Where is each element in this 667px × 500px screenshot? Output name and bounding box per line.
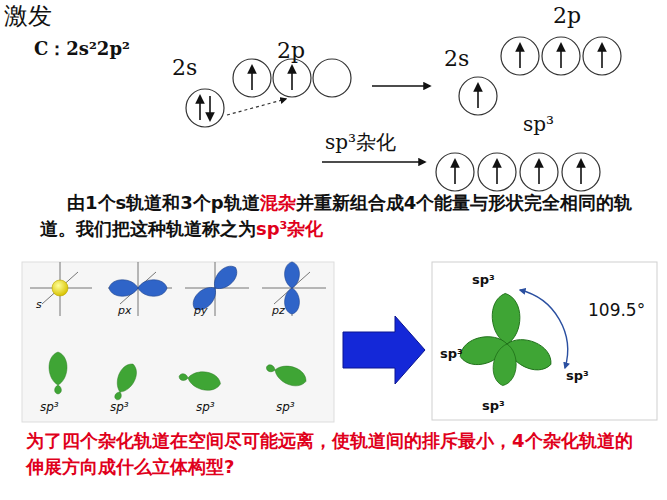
orbital-name: px (118, 304, 132, 317)
orbital-label: sp³ (523, 112, 554, 136)
orbital-drawing-line (601, 44, 603, 68)
orbital-drawing-use (285, 262, 300, 288)
orbital-drawing-circle (52, 280, 68, 296)
orbital-drawing-g (459, 37, 621, 115)
orbital-drawing-use (49, 352, 67, 385)
orbital-name: sp³ (196, 400, 215, 414)
orbital-drawing-line (454, 160, 456, 184)
orbital-drawing-line (519, 44, 521, 68)
orbital-drawing-circle (583, 37, 621, 75)
orbital-drawing-use (109, 280, 138, 297)
orbital-drawing-g (478, 44, 602, 108)
orbital-label: 2p (277, 38, 305, 64)
orbital-label: 2s (444, 46, 469, 72)
question-text: 为了四个杂化轨道在空间尽可能远离，使轨道间的排斥最小，4个杂化轨道的伸展方向成什… (26, 428, 646, 480)
orbital-drawing-path (520, 290, 568, 368)
orbital-drawing-path (343, 316, 425, 384)
orbital-drawing-circle (233, 59, 271, 97)
orbital-drawing-circle (459, 77, 497, 115)
orbital-drawing-g (457, 293, 557, 387)
orbital-name: py (194, 304, 208, 317)
orbital-drawing-use (55, 385, 62, 394)
orbital-drawing-line (209, 96, 211, 120)
orbital-drawing-line (291, 66, 293, 90)
orbital-drawing-use (114, 391, 123, 401)
orbital-drawing-use (491, 343, 518, 387)
orbital-name: pz (272, 304, 285, 317)
orbital-name: sp³ (566, 368, 589, 384)
orbital-drawing-line (322, 161, 425, 162)
orbital-drawing-use (112, 361, 140, 396)
orbital-drawing-circle (186, 89, 224, 127)
orbital-drawing-line (477, 84, 479, 108)
orbital-drawing-line (42, 272, 78, 304)
orbital-drawing-use (179, 373, 189, 381)
orbital-drawing-line (227, 99, 286, 115)
orbital-drawing-g (186, 59, 351, 127)
orbital-drawing-g (49, 352, 309, 401)
orbital-drawing-use (138, 280, 167, 297)
orbital-drawing-circle (436, 153, 474, 191)
process-label: sp³杂化 (325, 130, 396, 154)
orbital-drawing-use (186, 369, 222, 392)
orbital-drawing-circle (478, 153, 516, 191)
orbital-name: sp³ (482, 398, 505, 414)
highlight-term: 混杂 (260, 192, 296, 213)
orbital-name: sp³ (472, 272, 495, 288)
orbital-label: 2s (172, 55, 197, 81)
orbital-drawing-rect (22, 262, 334, 422)
orbital-drawing-circle (562, 153, 600, 191)
orbital-name: sp³ (440, 346, 463, 362)
slide-title: 激发 (4, 2, 52, 31)
orbital-drawing-rect (432, 262, 657, 420)
orbital-drawing-line (580, 160, 582, 184)
orbital-drawing-use (265, 364, 276, 373)
orbital-drawing-use (491, 293, 520, 345)
orbital-drawing-use (272, 362, 309, 390)
orbital-drawing-g (455, 160, 581, 184)
highlight-term: sp³杂化 (256, 218, 323, 239)
angle-label: 109.5° (588, 300, 645, 320)
orbital-drawing-circle (313, 59, 351, 97)
orbital-drawing-line (262, 288, 326, 289)
orbital-name: s (36, 298, 42, 311)
orbital-drawing-g (436, 153, 600, 191)
orbital-drawing-line (199, 96, 201, 120)
orbital-drawing-circle (542, 37, 580, 75)
orbital-label: 2p (553, 3, 581, 29)
electron-config: C：2s²2p² (34, 38, 130, 60)
orbital-drawing-line (251, 66, 253, 90)
definition-text: 由1个s轨道和3个p轨道 (67, 192, 260, 213)
orbital-drawing-line (496, 160, 498, 184)
orbital-drawing-g (200, 66, 292, 120)
orbital-drawing-circle (501, 37, 539, 75)
orbital-drawing-line (560, 44, 562, 68)
orbital-drawing-use (285, 288, 300, 314)
orbital-drawing-circle (273, 59, 311, 97)
orbital-name: sp³ (110, 400, 129, 414)
orbital-drawing-line (372, 85, 430, 86)
definition-paragraph: 由1个s轨道和3个p轨道混杂并重新组合成4个能量与形状完全相同的轨道。我们把这种… (40, 190, 655, 242)
orbital-drawing-circle (520, 153, 558, 191)
orbital-name: sp³ (276, 400, 295, 414)
orbital-name: sp³ (40, 400, 59, 414)
orbital-drawing-line (538, 160, 540, 184)
